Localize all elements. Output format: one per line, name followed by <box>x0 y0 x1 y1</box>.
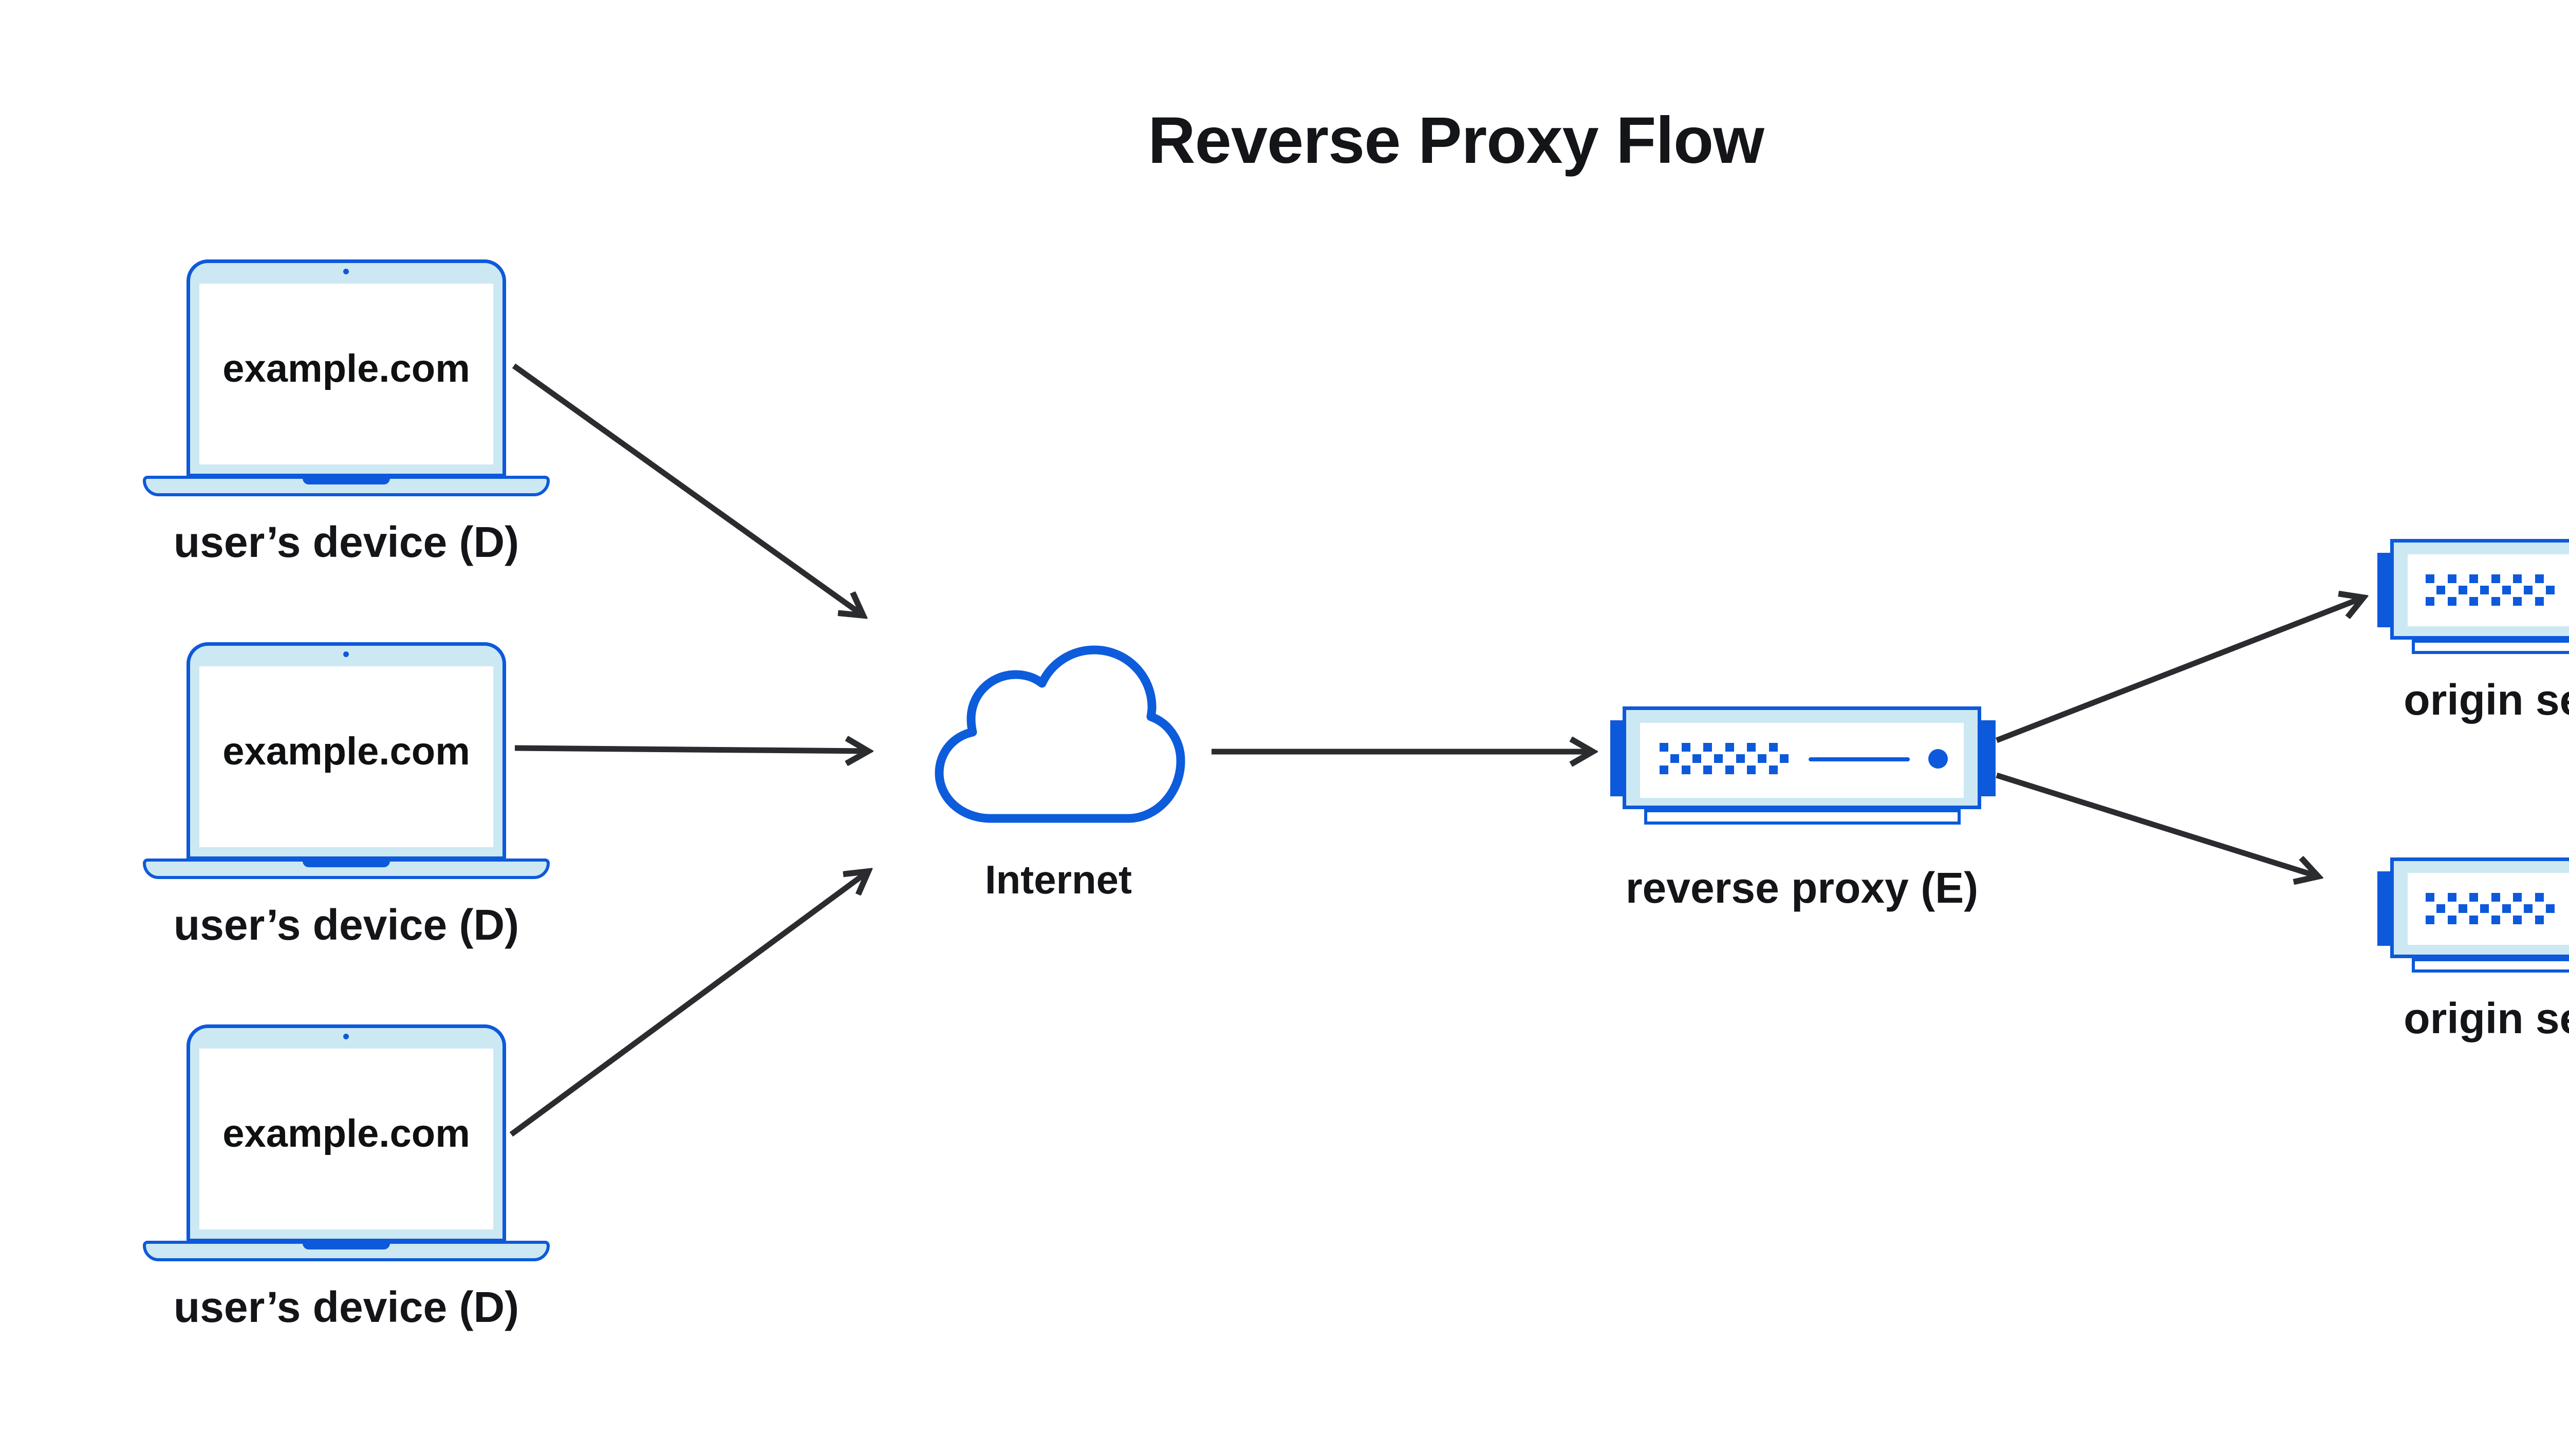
led-square <box>2524 904 2533 913</box>
led-square <box>2458 586 2467 594</box>
user-device-label: user’s device (D) <box>173 518 519 566</box>
led-square <box>2545 904 2555 913</box>
cloud-icon <box>935 645 1185 823</box>
led-square <box>1736 754 1745 763</box>
edge-proxy-origin2 <box>1996 772 2318 876</box>
led-square <box>2524 586 2533 594</box>
server-power-dot-icon <box>1928 749 1948 769</box>
node-user-device-3: example.com user’s device (D) <box>143 1024 550 1353</box>
led-square <box>2513 597 2522 606</box>
led-square <box>1703 766 1712 774</box>
led-square <box>2535 916 2544 924</box>
led-square <box>2535 893 2544 902</box>
led-square <box>2447 574 2456 583</box>
user-device-label: user’s device (D) <box>173 1283 519 1331</box>
server-tray <box>2412 640 2569 654</box>
led-square <box>1768 766 1778 774</box>
led-square <box>1660 766 1668 774</box>
node-internet: Internet <box>915 645 1202 900</box>
server-mount-ear-right <box>1980 720 1996 796</box>
node-user-device-2: example.com user’s device (D) <box>143 642 550 971</box>
webcam-dot-icon <box>343 1034 349 1039</box>
laptop-screen: example.com <box>199 666 493 847</box>
led-square <box>2491 916 2500 924</box>
server-mount-ear-left <box>1610 720 1626 796</box>
led-square <box>2491 597 2500 606</box>
laptop-hinge-notch <box>303 858 390 867</box>
led-square <box>2480 586 2489 594</box>
browser-url-text: example.com <box>222 1112 470 1155</box>
led-square <box>1681 743 1690 752</box>
led-square <box>1747 766 1756 774</box>
led-square <box>1692 754 1701 763</box>
led-square <box>2447 916 2456 924</box>
webcam-dot-icon <box>343 651 349 657</box>
led-square <box>2469 597 2478 606</box>
origin-server-label: origin server (F) <box>2404 676 2569 724</box>
server-led-grid-icon <box>2426 574 2555 606</box>
led-square <box>1768 743 1778 752</box>
led-square <box>2458 904 2467 913</box>
led-square <box>1747 743 1756 752</box>
led-square <box>1779 754 1789 763</box>
led-square <box>2491 574 2500 583</box>
led-square <box>2513 574 2522 583</box>
reverse-proxy-label: reverse proxy (E) <box>1625 864 1979 912</box>
led-square <box>1714 754 1723 763</box>
led-square <box>1758 754 1766 763</box>
led-square <box>1681 766 1690 774</box>
led-square <box>2535 597 2544 606</box>
server-led-grid-icon <box>1660 743 1789 775</box>
led-square <box>2491 893 2500 902</box>
server-mount-ear-left <box>2377 553 2393 627</box>
led-square <box>2480 904 2489 913</box>
server-tray <box>2412 958 2569 973</box>
led-square <box>2447 597 2456 606</box>
laptop-screen: example.com <box>199 1049 493 1229</box>
led-square <box>2513 916 2522 924</box>
internet-label: Internet <box>984 857 1132 902</box>
server-tray <box>1644 809 1961 825</box>
node-user-device-1: example.com user’s device (D) <box>143 259 550 588</box>
page-title: Reverse Proxy Flow <box>1148 104 1764 177</box>
edge-device1-internet <box>512 363 863 615</box>
user-device-label: user’s device (D) <box>173 901 519 949</box>
led-square <box>2426 574 2434 583</box>
led-square <box>2426 597 2434 606</box>
node-origin-server-1: origin server (F) <box>2377 539 2569 755</box>
led-square <box>2502 586 2511 594</box>
server-slot-line-icon <box>1809 757 1910 761</box>
led-square <box>2426 916 2434 924</box>
led-square <box>2535 574 2544 583</box>
led-square <box>2502 904 2511 913</box>
edge-device3-internet <box>509 871 868 1137</box>
led-square <box>1725 766 1734 774</box>
led-square <box>2513 893 2522 902</box>
server-led-grid-icon <box>2426 893 2555 925</box>
led-square <box>2469 893 2478 902</box>
led-square <box>1660 743 1668 752</box>
node-reverse-proxy: reverse proxy (E) <box>1610 706 1996 922</box>
origin-server-label: origin server (F) <box>2404 994 2569 1042</box>
node-origin-server-2: origin server (F) <box>2377 857 2569 1073</box>
edge-device2-internet <box>514 748 868 751</box>
webcam-dot-icon <box>343 269 349 274</box>
led-square <box>2436 904 2445 913</box>
browser-url-text: example.com <box>222 347 470 390</box>
laptop-hinge-notch <box>303 476 390 484</box>
led-square <box>2469 574 2478 583</box>
led-square <box>2426 893 2434 902</box>
browser-url-text: example.com <box>222 730 470 773</box>
led-square <box>1725 743 1734 752</box>
led-square <box>2469 916 2478 924</box>
led-square <box>2447 893 2456 902</box>
laptop-screen: example.com <box>199 284 493 464</box>
led-square <box>1670 754 1679 763</box>
led-square <box>1703 743 1712 752</box>
led-square <box>2436 586 2445 594</box>
led-square <box>2545 586 2555 594</box>
server-mount-ear-left <box>2377 871 2393 946</box>
edge-proxy-origin1 <box>1996 598 2363 743</box>
laptop-hinge-notch <box>303 1241 390 1249</box>
